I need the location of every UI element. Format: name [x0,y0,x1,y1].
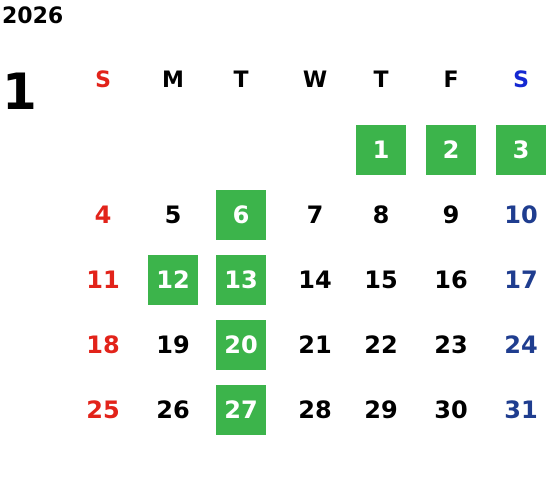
day-9: 9 [442,201,460,229]
weekday-sun: S [95,68,111,93]
day-18: 18 [86,331,120,359]
day-4: 4 [94,201,112,229]
day-30: 30 [434,396,468,424]
month-label: 1 [2,63,37,121]
day-7: 7 [306,201,324,229]
day-1-highlighted: 1 [356,125,406,175]
day-19: 19 [156,331,190,359]
day-24: 24 [504,331,538,359]
day-2-highlighted: 2 [426,125,476,175]
day-15: 15 [364,266,398,294]
day-12-highlighted: 12 [148,255,198,305]
day-26: 26 [156,396,190,424]
day-21: 21 [298,331,332,359]
weekday-wed: W [302,68,328,93]
day-5: 5 [164,201,182,229]
day-13-highlighted: 13 [216,255,266,305]
day-8: 8 [372,201,390,229]
weekday-sat: S [513,68,529,93]
year-label: 2026 [2,4,64,29]
day-16: 16 [434,266,468,294]
day-14: 14 [298,266,332,294]
day-22: 22 [364,331,398,359]
day-20-highlighted: 20 [216,320,266,370]
day-29: 29 [364,396,398,424]
day-28: 28 [298,396,332,424]
day-25: 25 [86,396,120,424]
day-10: 10 [504,201,538,229]
day-23: 23 [434,331,468,359]
day-3-highlighted: 3 [496,125,546,175]
day-11: 11 [86,266,120,294]
weekday-thu: T [373,68,389,93]
day-6-highlighted: 6 [216,190,266,240]
weekday-tue: T [233,68,249,93]
day-17: 17 [504,266,538,294]
day-27-highlighted: 27 [216,385,266,435]
weekday-mon: M [162,68,184,93]
day-31: 31 [504,396,538,424]
weekday-fri: F [443,68,459,93]
